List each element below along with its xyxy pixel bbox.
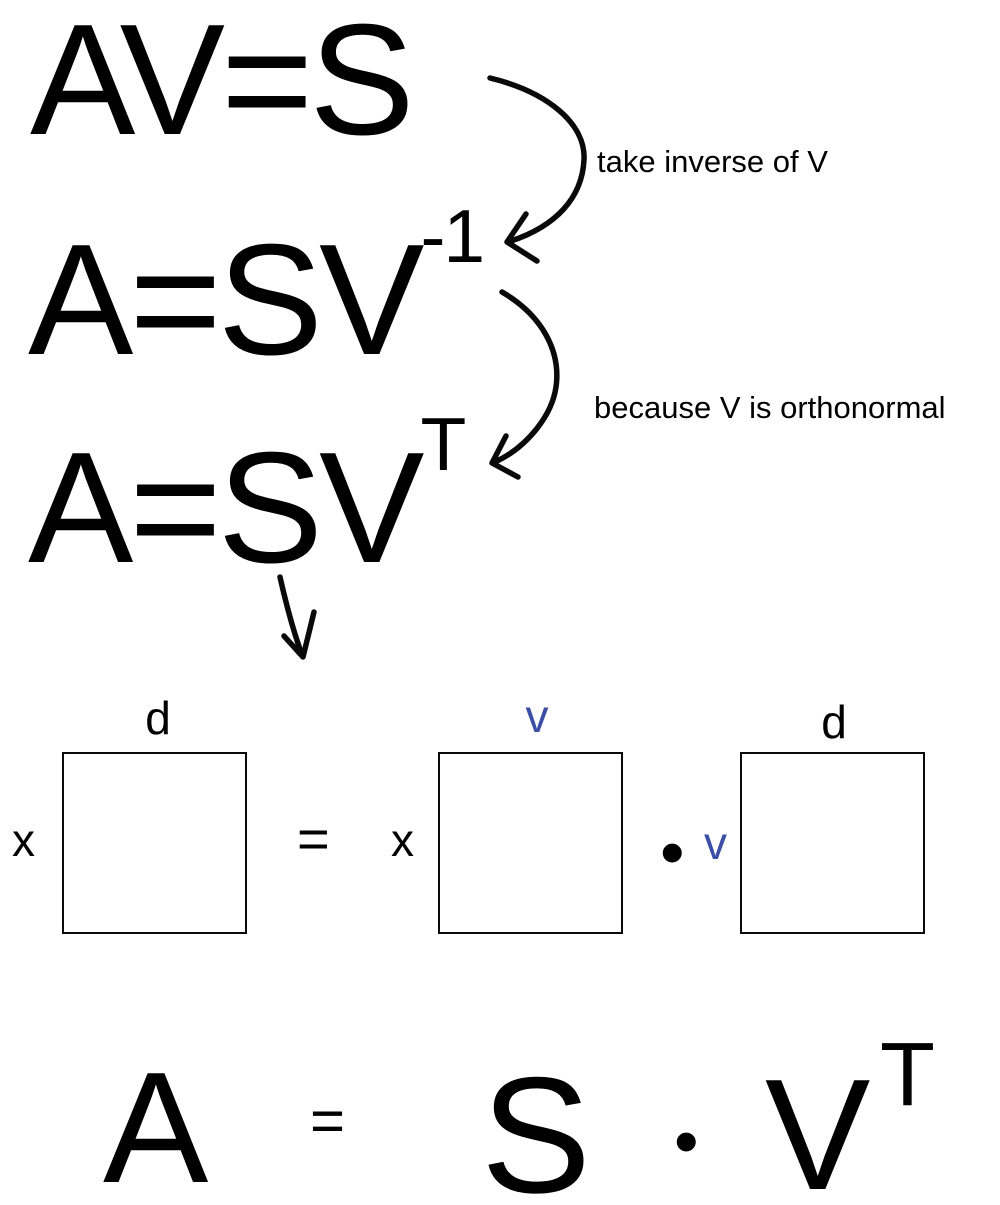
inverse-superscript: -1: [420, 194, 485, 278]
note-take-inverse: take inverse of V: [597, 144, 828, 179]
matrix-vt-rows-label: v: [704, 817, 727, 869]
equation-av-equals-s: AV=S: [30, 0, 415, 168]
matrix-s-box: [438, 752, 623, 934]
matrix-vt-cols-label: d: [821, 696, 847, 748]
transpose-superscript: T: [420, 402, 466, 486]
curved-arrow-take-inverse-icon: [487, 75, 587, 264]
matrix-a-box: [62, 752, 247, 934]
matrix-s-rows-label: x: [391, 814, 414, 866]
matrix-s-cols-label: v: [525, 690, 549, 742]
matrix-a-cols-label: d: [145, 692, 171, 744]
diagram-equals-sign: =: [297, 807, 330, 870]
dot-operator-icon: •: [660, 813, 685, 891]
equation-a-equals-sv-inverse: A=SV-1: [28, 199, 485, 380]
matrix-vt-box: [740, 752, 925, 934]
final-dot-operator-icon: •: [674, 1102, 699, 1180]
equation-base: A=SV: [28, 420, 424, 596]
final-factor-s: S: [481, 1043, 592, 1205]
curved-arrow-orthonormal-icon: [489, 289, 560, 480]
final-lhs-a: A: [103, 1040, 209, 1205]
final-factor-v: V: [765, 1047, 871, 1205]
final-transpose-superscript: T: [880, 1025, 935, 1125]
matrix-a-rows-label: x: [12, 814, 35, 866]
equation-base: A=SV: [28, 212, 424, 388]
equation-a-equals-sv-transpose: A=SVT: [28, 407, 466, 588]
note-orthonormal: because V is orthonormal: [594, 390, 946, 425]
final-equals-sign: =: [310, 1087, 346, 1154]
